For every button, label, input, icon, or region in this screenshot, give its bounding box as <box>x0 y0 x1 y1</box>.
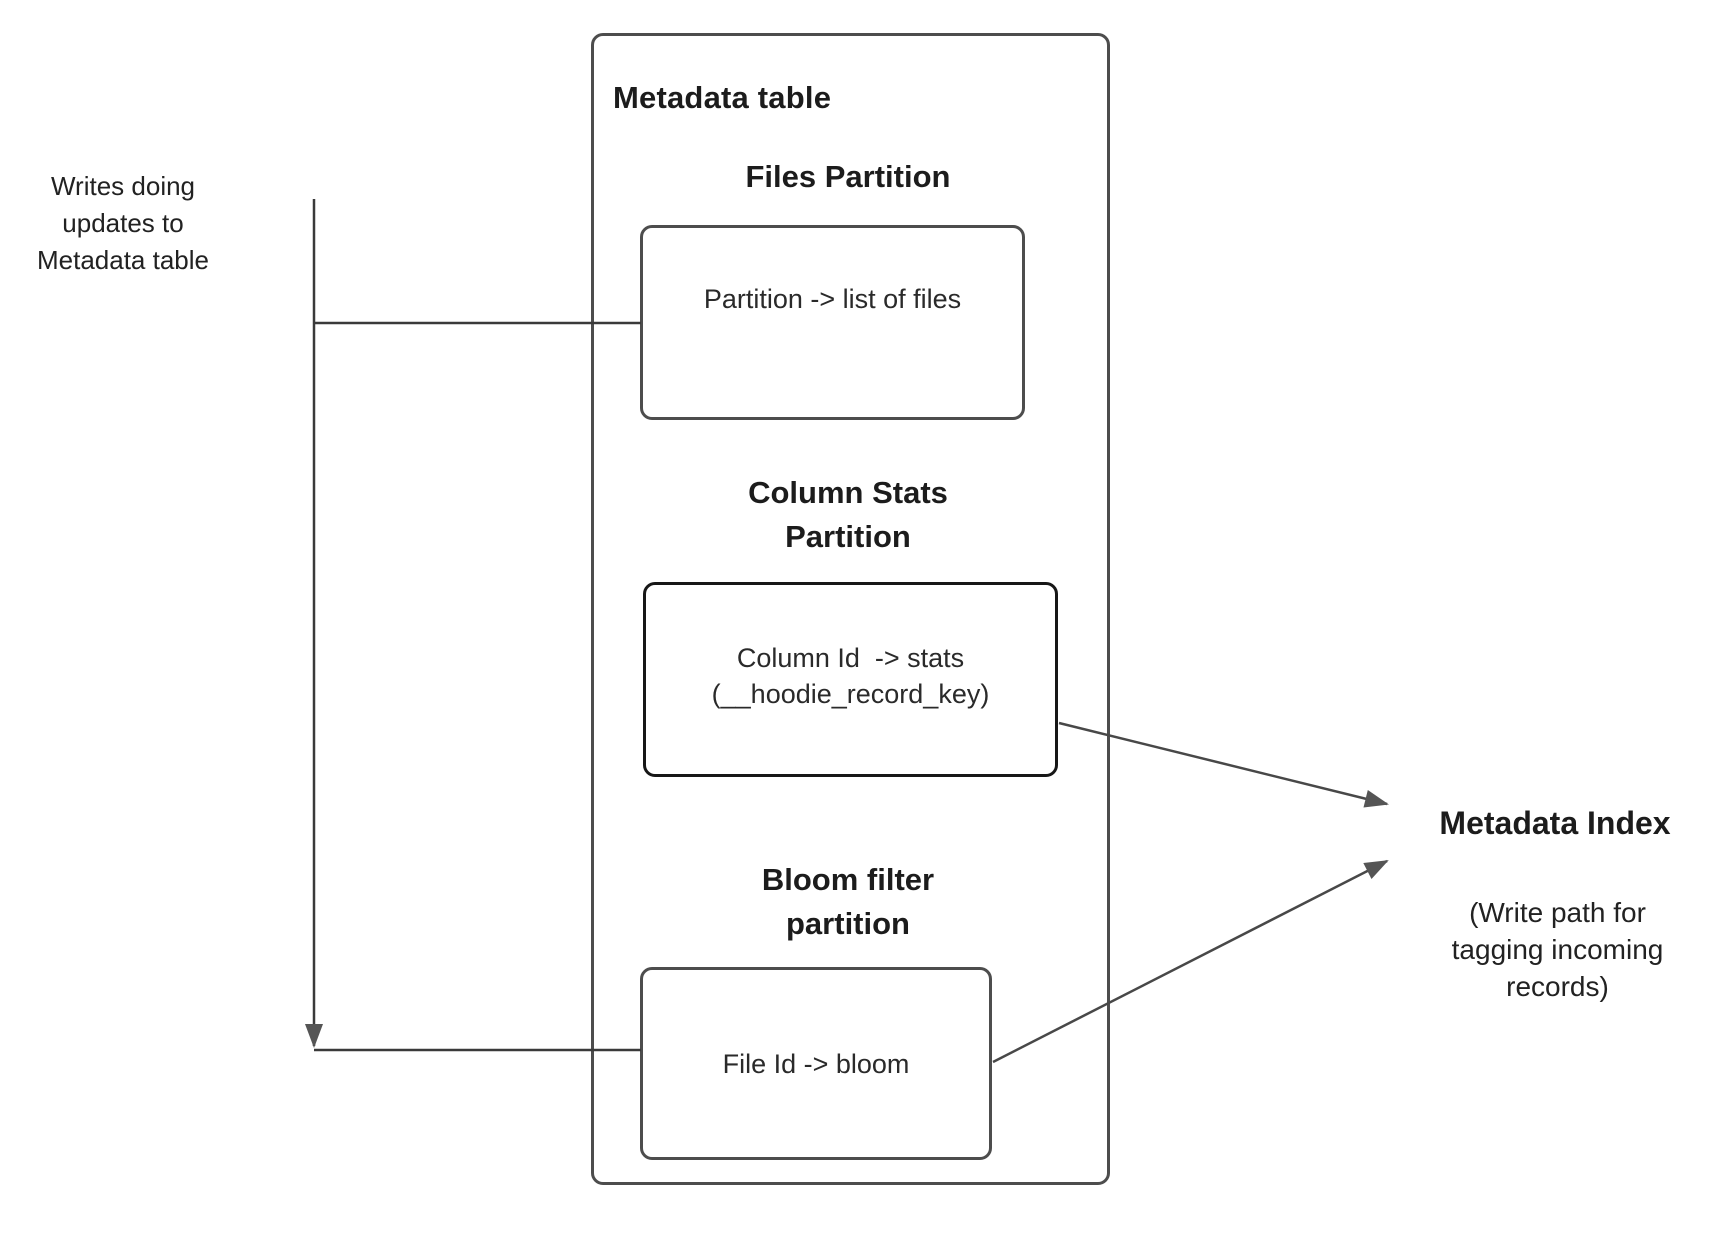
writes-annotation: Writes doing updates to Metadata table <box>8 168 238 279</box>
column-stats-heading-line: Column Stats <box>748 475 948 510</box>
bloom-filter-partition-heading: Bloom filter partition <box>633 858 1063 946</box>
metadata-index-note-line: tagging incoming <box>1451 934 1664 965</box>
writes-annotation-line: updates to <box>62 208 184 238</box>
bloom-filter-heading-line: partition <box>786 906 910 941</box>
metadata-index-title: Metadata Index <box>1439 805 1671 841</box>
bloom-filter-box-label: File Id -> bloom <box>722 1048 910 1079</box>
column-stats-partition-box: Column Id -> stats (__hoodie_record_key) <box>643 582 1058 777</box>
bloom-filter-heading-line: Bloom filter <box>761 862 935 897</box>
writes-annotation-line: Metadata table <box>36 245 209 275</box>
files-partition-heading: Files Partition <box>745 159 951 194</box>
files-partition-box-label: Partition -> list of files <box>703 283 962 314</box>
metadata-index-note: (Write path for tagging incoming records… <box>1390 894 1718 1005</box>
column-stats-heading-line: Partition <box>785 519 911 554</box>
metadata-index-note-line: (Write path for <box>1469 897 1646 928</box>
column-stats-partition-heading: Column Stats Partition <box>633 471 1063 559</box>
metadata-table-title: Metadata table <box>613 80 832 115</box>
metadata-index-note-line: records) <box>1506 971 1609 1002</box>
writes-annotation-line: Writes doing <box>50 171 196 201</box>
column-stats-box-line: (__hoodie_record_key) <box>711 678 990 709</box>
bloom-filter-partition-box: File Id -> bloom <box>640 967 992 1160</box>
files-partition-box: Partition -> list of files <box>640 225 1025 420</box>
column-stats-box-line: Column Id -> stats <box>736 642 965 673</box>
